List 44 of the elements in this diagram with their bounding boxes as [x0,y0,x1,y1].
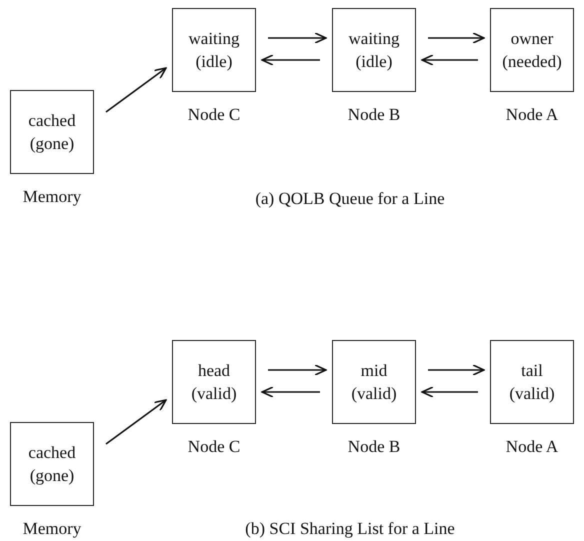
figure-caption: (a) QOLB Queue for a Line [255,190,445,207]
state-box [10,90,94,174]
state-box [172,8,256,92]
arrow [261,54,320,66]
arrow [428,32,485,44]
state-box [332,340,416,424]
node-caption: Node B [348,438,400,455]
arrow [421,54,478,66]
arrow [428,364,485,376]
node-caption: Memory [22,188,82,205]
arrow [261,386,320,398]
figure-caption: (b) SCI Sharing List for a Line [245,520,455,537]
state-box [332,8,416,92]
state-text: waiting [348,30,400,47]
node-caption: Node B [348,106,400,123]
state-box [172,340,256,424]
state-box [490,340,574,424]
state-box [10,422,94,506]
arrow [106,399,167,445]
state-text: tail [521,362,543,379]
state-text: (valid) [509,385,555,402]
state-box [490,8,574,92]
node-caption: Node C [188,438,240,455]
arrow [106,67,167,113]
state-text: cached [28,112,76,129]
state-text: (idle) [196,53,232,70]
state-text: (gone) [30,135,74,152]
state-text: owner [510,30,554,47]
state-text: cached [28,444,76,461]
arrow [421,386,478,398]
state-text: (gone) [30,467,74,484]
state-text: (valid) [191,385,237,402]
state-text: (valid) [351,385,397,402]
node-caption: Node A [506,438,558,455]
state-text: (idle) [356,53,392,70]
state-text: mid [360,362,388,379]
state-text: head [198,362,230,379]
state-text: waiting [188,30,240,47]
arrow [268,364,327,376]
node-caption: Node C [188,106,240,123]
state-text: (needed) [502,53,562,70]
node-caption: Node A [506,106,558,123]
arrow [268,32,327,44]
node-caption: Memory [22,520,82,537]
